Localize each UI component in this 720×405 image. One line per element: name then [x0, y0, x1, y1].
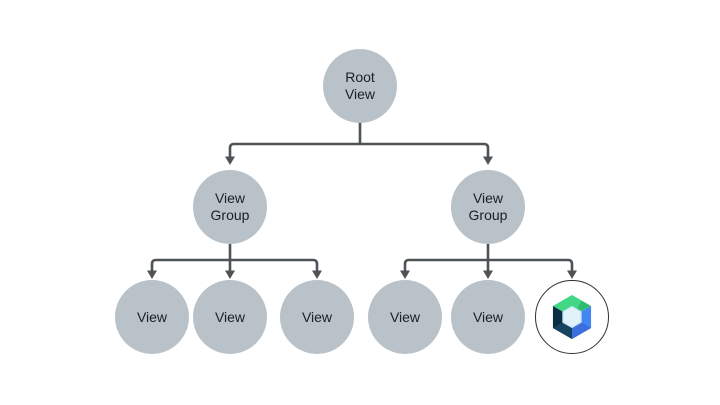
jetpack-compose-icon: [552, 295, 592, 339]
node-label: View: [214, 308, 246, 325]
node-root-view: Root View: [323, 49, 397, 123]
node-label: View: [301, 308, 333, 325]
node-view-group-right: View Group: [451, 170, 525, 244]
node-label: Root View: [344, 69, 376, 102]
node-view-4: View: [368, 280, 442, 354]
node-label: View: [136, 308, 168, 325]
node-view-3: View: [280, 280, 354, 354]
node-label: View: [389, 308, 421, 325]
node-label: View Group: [210, 190, 250, 223]
node-label: View: [472, 308, 504, 325]
node-compose-leaf: [535, 280, 609, 354]
node-label: View Group: [468, 190, 508, 223]
node-view-1: View: [115, 280, 189, 354]
node-view-5: View: [451, 280, 525, 354]
node-view-2: View: [193, 280, 267, 354]
node-view-group-left: View Group: [193, 170, 267, 244]
